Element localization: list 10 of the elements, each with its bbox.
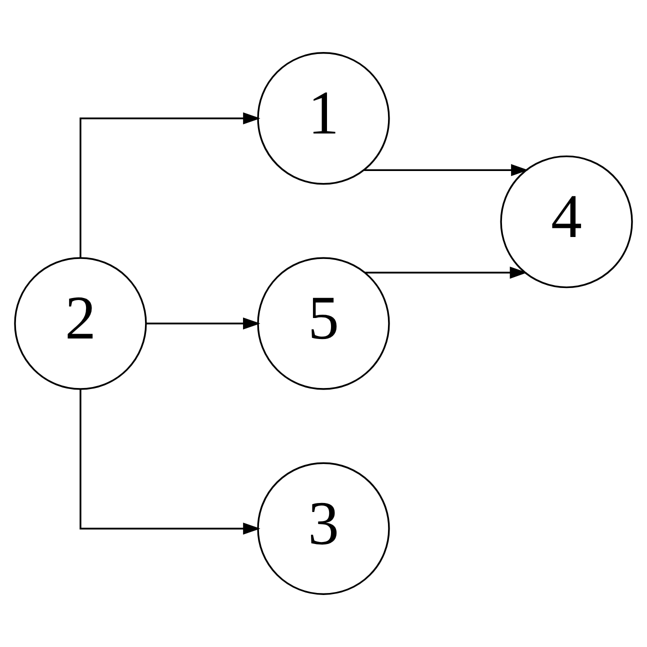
node-circle: 4 xyxy=(500,155,633,288)
arrow xyxy=(364,164,528,176)
node-circle: 2 xyxy=(14,257,147,390)
arrow xyxy=(146,317,260,330)
node-circle: 5 xyxy=(257,257,390,390)
node-circle: 1 xyxy=(257,52,390,185)
arrow xyxy=(80,390,260,535)
arrow xyxy=(80,112,260,258)
node-circle: 3 xyxy=(257,462,390,595)
arrow xyxy=(365,266,528,279)
